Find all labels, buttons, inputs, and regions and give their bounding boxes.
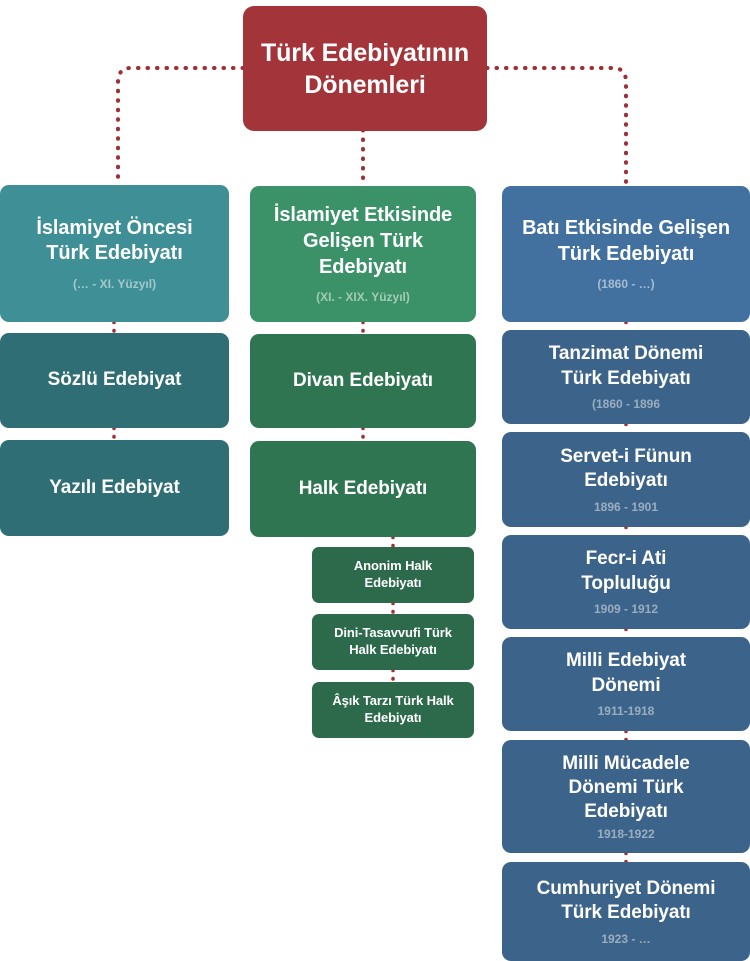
node-yazili-edebiyat[interactable]: Yazılı Edebiyat [0,440,229,536]
node-bati-etkisinde[interactable]: Batı Etkisinde Gelişen Türk Edebiyatı (1… [502,186,750,322]
node-milli-mucadele[interactable]: Milli Mücadele Dönemi Türk Edebiyatı 191… [502,740,750,853]
node-cumhuriyet-donemi-subtitle: 1923 - … [601,931,651,946]
node-fecr-i-ati[interactable]: Fecr-i Ati Topluluğu 1909 - 1912 [502,535,750,629]
node-servet-i-funun-title: Servet-i Fünun Edebiyatı [560,445,692,492]
node-tanzimat-donemi[interactable]: Tanzimat Dönemi Türk Edebiyatı (1860 - 1… [502,330,750,424]
node-milli-edebiyat-subtitle: 1911-1918 [597,704,655,719]
node-anonim-halk-edebiyati[interactable]: Anonim Halk Edebiyatı [312,547,474,603]
node-divan-edebiyati[interactable]: Divan Edebiyatı [250,334,476,428]
connector-root-to-right [485,66,628,188]
node-tanzimat-donemi-subtitle: (1860 - 1896 [591,397,661,412]
node-halk-edebiyati[interactable]: Halk Edebiyatı [250,441,476,537]
node-dini-tasavvufi-turk-halk-edebiyati-title: Dini-Tasavvufi Türk Halk Edebiyatı [334,625,452,657]
node-bati-etkisinde-subtitle: (1860 - …) [597,277,655,292]
node-servet-i-funun-subtitle: 1896 - 1901 [593,499,659,514]
node-tanzimat-donemi-title: Tanzimat Dönemi Türk Edebiyatı [548,343,704,389]
node-asik-tarzi-turk-halk-edebiyati[interactable]: Âşık Tarzı Türk Halk Edebiyatı [312,682,474,738]
node-dini-tasavvufi-turk-halk-edebiyati[interactable]: Dini-Tasavvufi Türk Halk Edebiyatı [312,614,474,670]
node-islamiyet-oncesi-subtitle: (… - XI. Yüzyıl) [72,276,157,291]
node-halk-edebiyati-title: Halk Edebiyatı [298,477,428,499]
node-cumhuriyet-donemi[interactable]: Cumhuriyet Dönemi Türk Edebiyatı 1923 - … [502,862,750,961]
node-islamiyet-etkisinde-subtitle: (XI. - XIX. Yüzyıl) [316,290,410,305]
node-milli-edebiyat-title: Milli Edebiyat Dönemi [565,650,686,696]
node-milli-mucadele-subtitle: 1918-1922 [597,826,655,841]
connector-root-to-left [116,66,245,187]
node-sozlu-edebiyat[interactable]: Sözlü Edebiyat [0,333,229,428]
node-islamiyet-oncesi-title: İslamiyet Öncesi Türk Edebiyatı [36,216,193,265]
node-fecr-i-ati-title: Fecr-i Ati Topluluğu [581,548,671,594]
node-root-title: Türk Edebiyatının Dönemleri [260,38,470,99]
node-fecr-i-ati-subtitle: 1909 - 1912 [593,602,659,617]
node-cumhuriyet-donemi-title: Cumhuriyet Dönemi Türk Edebiyatı [536,877,716,924]
node-yazili-edebiyat-title: Yazılı Edebiyat [49,476,180,498]
node-islamiyet-etkisinde-title: İslamiyet Etkisinde Gelişen Türk Edebiya… [273,204,453,278]
node-bati-etkisinde-title: Batı Etkisinde Gelişen Türk Edebiyatı [522,217,730,265]
node-milli-edebiyat[interactable]: Milli Edebiyat Dönemi 1911-1918 [502,637,750,731]
node-sozlu-edebiyat-title: Sözlü Edebiyat [47,369,182,391]
node-asik-tarzi-turk-halk-edebiyati-title: Âşık Tarzı Türk Halk Edebiyatı [332,693,454,725]
node-divan-edebiyati-title: Divan Edebiyatı [293,369,433,391]
node-anonim-halk-edebiyati-title: Anonim Halk Edebiyatı [353,558,433,590]
node-root[interactable]: Türk Edebiyatının Dönemleri [243,6,487,131]
node-islamiyet-oncesi[interactable]: İslamiyet Öncesi Türk Edebiyatı (… - XI.… [0,185,229,322]
node-islamiyet-etkisinde[interactable]: İslamiyet Etkisinde Gelişen Türk Edebiya… [250,186,476,322]
node-milli-mucadele-title: Milli Mücadele Dönemi Türk Edebiyatı [562,752,690,823]
node-servet-i-funun[interactable]: Servet-i Fünun Edebiyatı 1896 - 1901 [502,432,750,527]
